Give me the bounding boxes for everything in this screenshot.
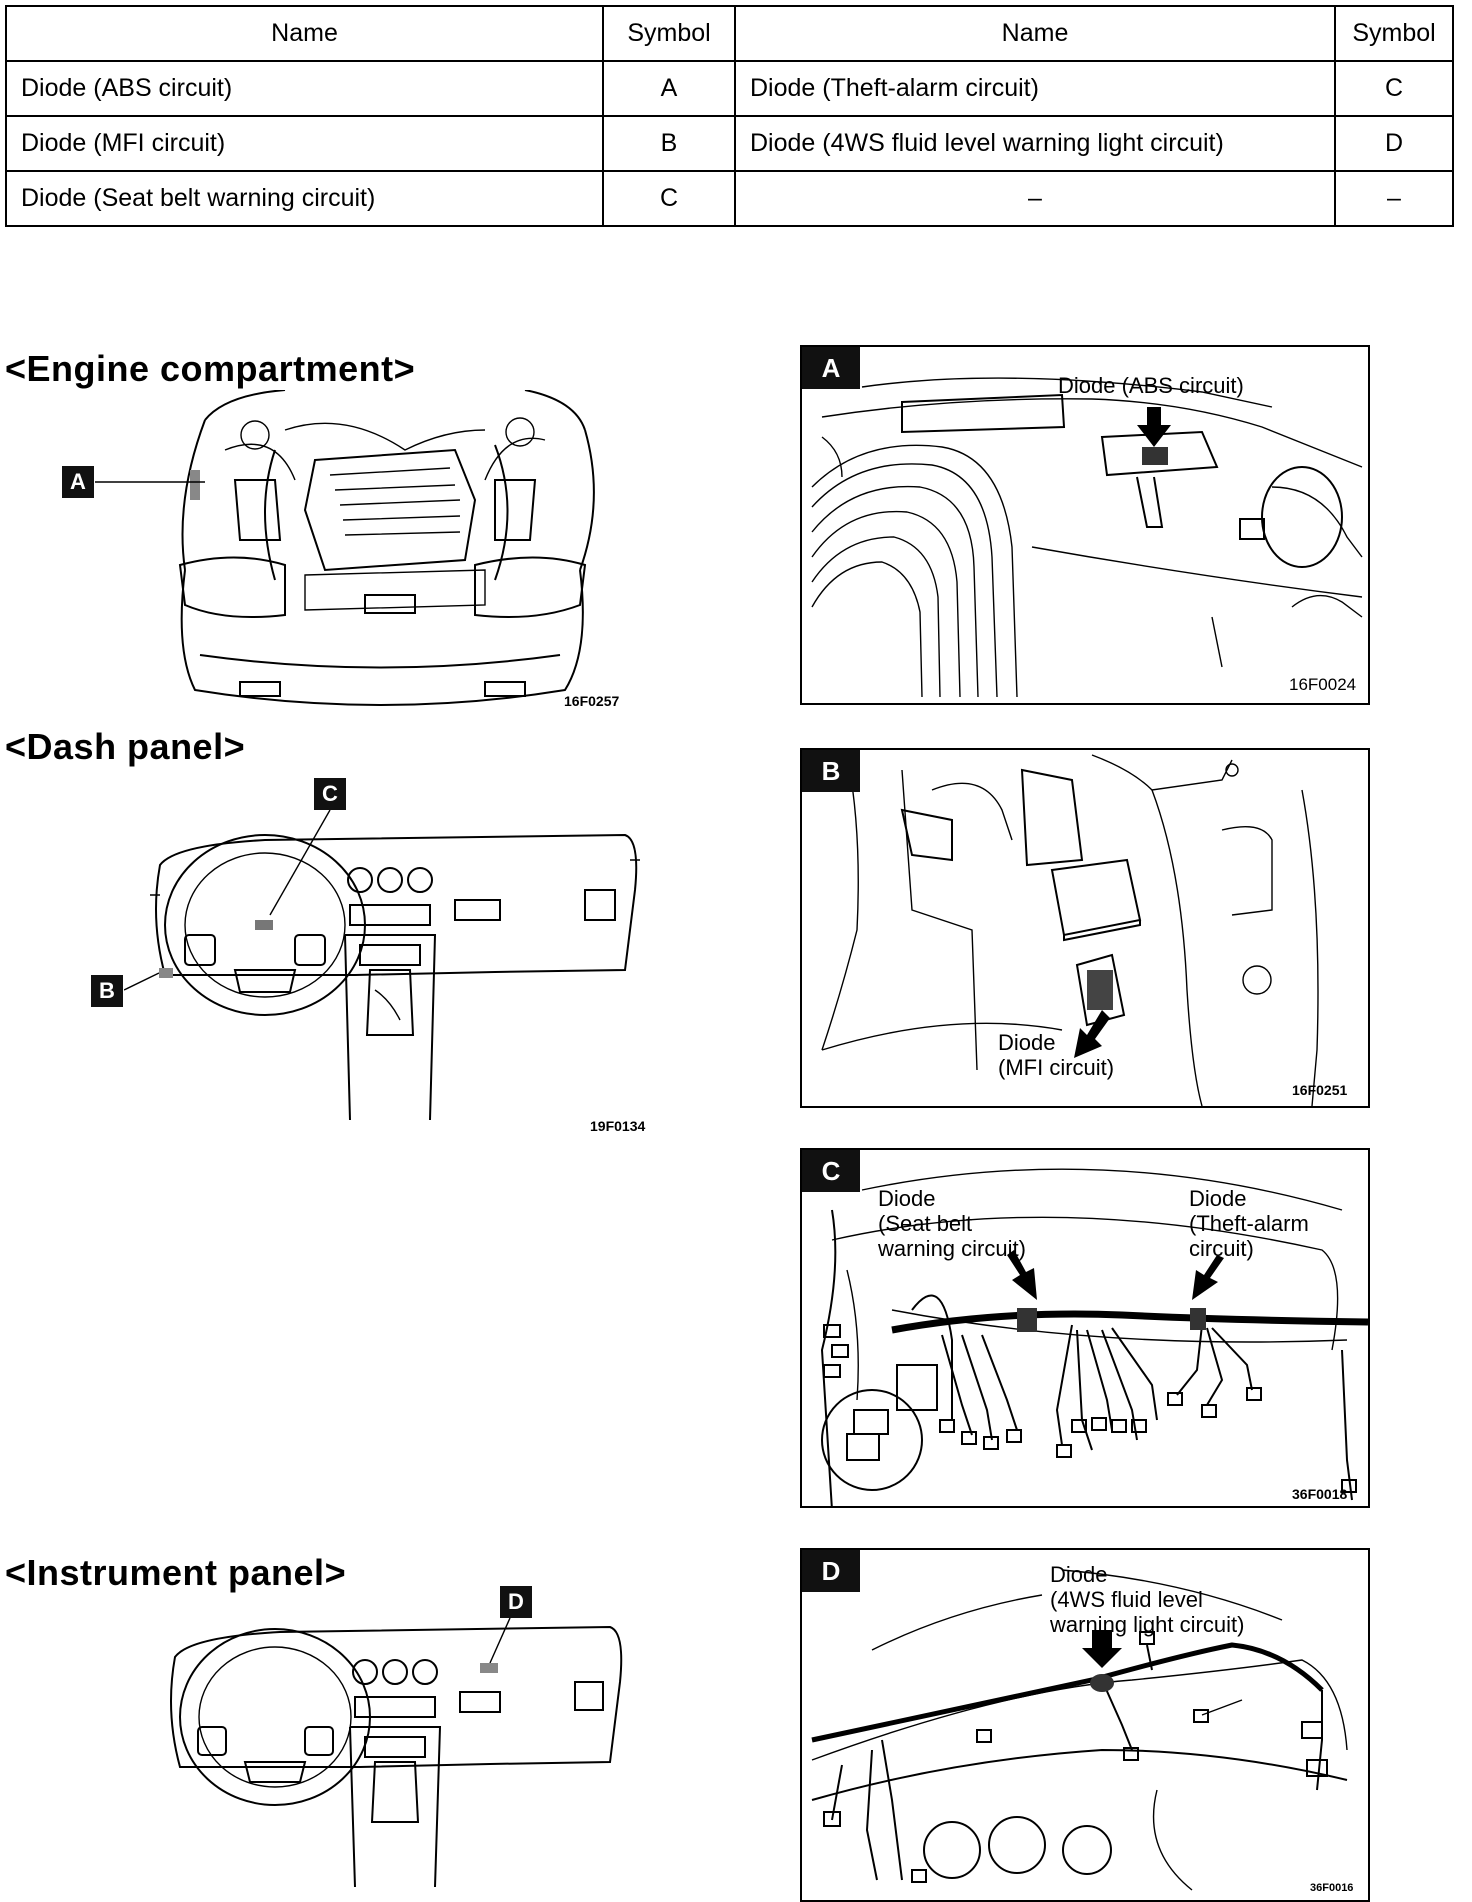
cell-left-symbol: A [602,60,736,117]
panel-tag-c: C [802,1150,860,1192]
engine-compartment-illustration [178,390,595,706]
cell-right-name: – [734,170,1336,227]
cell-right-symbol: – [1334,170,1454,227]
header-name-left: Name [5,5,604,62]
table-row: Diode (MFI circuit) B Diode (4WS fluid l… [5,115,1454,172]
figure-code: 16F0251 [1292,1082,1348,1098]
diode-theft-alarm-label: Diode (Theft-alarm circuit) [1189,1186,1309,1261]
dash-panel-illustration [150,833,640,1120]
detail-panel-c: C Diode (Seat belt warning circuit) Diod… [800,1148,1370,1508]
figure-code: 36F0018 [1292,1486,1348,1502]
cell-right-symbol: C [1334,60,1454,117]
callout-marker-d: D [500,1586,532,1618]
cell-right-symbol: D [1334,115,1454,172]
instrument-panel-heading: <Instrument panel> [5,1552,347,1593]
detail-panel-b: B Diode (MFI circuit) 16F0251 [800,748,1370,1108]
diode-location-table: Name Symbol Name Symbol Diode (ABS circu… [5,5,1454,227]
header-name-right: Name [734,5,1336,62]
engine-compartment-heading: <Engine compartment> [5,348,416,389]
detail-b-illustration [821,754,1319,1106]
detail-a-illustration [811,377,1363,698]
figure-code: 16F0024 [1289,675,1357,694]
panel-tag-b: B [802,750,860,792]
figure-code: 19F0134 [590,1118,646,1134]
detail-panel-d: D Diode (4WS fluid level warning light c… [800,1548,1370,1902]
cell-left-symbol: C [602,170,736,227]
dash-panel-heading: <Dash panel> [5,726,246,767]
header-symbol-left: Symbol [602,5,736,62]
leader-line-a [95,481,205,483]
cell-right-name: Diode (4WS fluid level warning light cir… [734,115,1336,172]
diode-abs-label: Diode (ABS circuit) [1058,373,1244,398]
cell-left-name: Diode (MFI circuit) [5,115,604,172]
callout-marker-b: B [91,975,123,1007]
callout-marker-a: A [62,466,94,498]
diode-seat-belt-label: Diode (Seat belt warning circuit) [878,1186,1026,1261]
detail-d-illustration [811,1569,1348,1891]
table-row: Diode (Seat belt warning circuit) C – – [5,170,1454,227]
panel-tag-d: D [802,1550,860,1592]
instrument-panel-illustration [170,1625,623,1888]
detail-panel-a: A Diode (ABS circuit) 16F0024 [800,345,1370,705]
figure-code: 36F0016 [1310,1882,1354,1894]
cell-right-name: Diode (Theft-alarm circuit) [734,60,1336,117]
figure-code: 16F0257 [564,693,620,709]
callout-marker-c: C [314,778,346,810]
leader-line-d [480,1618,511,1673]
table-row: Diode (ABS circuit) A Diode (Theft-alarm… [5,60,1454,117]
table-header-row: Name Symbol Name Symbol [5,5,1454,62]
panel-tag-a: A [802,347,860,389]
diode-mfi-label: Diode (MFI circuit) [998,1030,1115,1080]
cell-left-name: Diode (ABS circuit) [5,60,604,117]
leader-line-c [269,810,331,916]
detail-c-illustration [820,1168,1368,1506]
header-symbol-right: Symbol [1334,5,1454,62]
cell-left-symbol: B [602,115,736,172]
cell-left-name: Diode (Seat belt warning circuit) [5,170,604,227]
leader-line-b [124,968,173,991]
diode-4ws-label: Diode (4WS fluid level warning light cir… [1050,1562,1245,1637]
